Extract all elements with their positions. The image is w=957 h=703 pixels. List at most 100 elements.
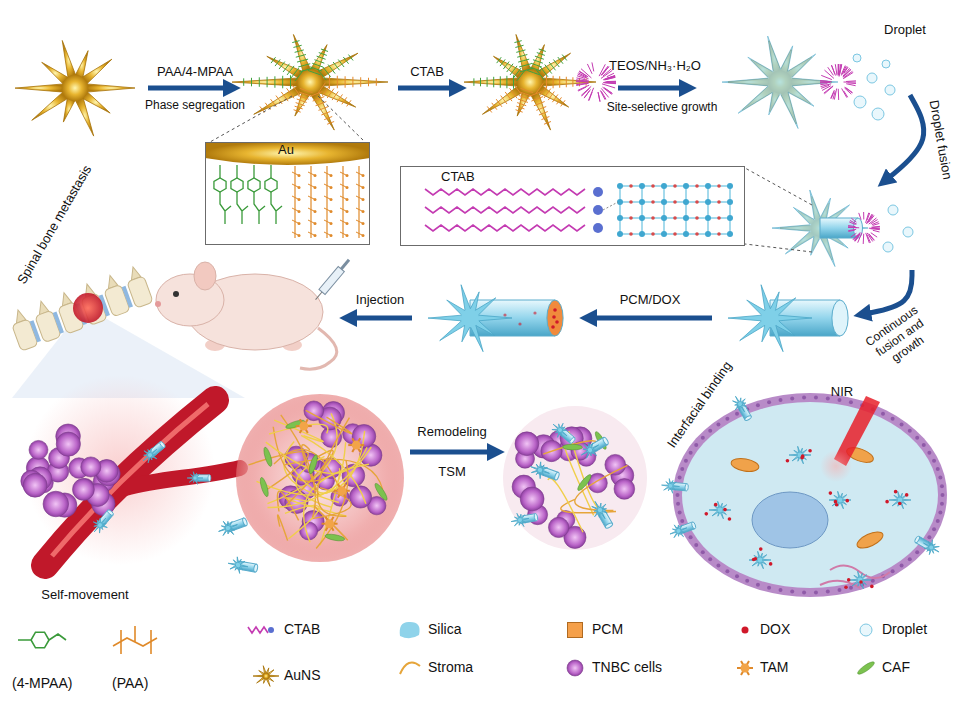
ligand-hair <box>306 91 312 93</box>
membrane-lipid <box>927 451 931 455</box>
ligand-hair <box>493 77 494 82</box>
membrane-lipid <box>900 423 904 427</box>
ctab-micelle <box>576 78 588 81</box>
ctab-micelle <box>835 64 837 75</box>
ctab-micelle <box>850 220 857 224</box>
ligand-hair <box>271 60 273 63</box>
star-spike <box>267 670 274 675</box>
ctab-micelle <box>820 82 829 83</box>
ligand-hair <box>278 59 281 62</box>
paa-acid <box>298 198 301 201</box>
star-spike <box>94 526 100 532</box>
star-core <box>758 558 763 563</box>
silicon-atom <box>727 183 733 189</box>
star-spike <box>32 91 69 120</box>
ligand-hair <box>515 46 519 47</box>
dox-dot <box>503 313 506 316</box>
paa-chain <box>310 166 311 238</box>
ctab-micelle <box>821 85 829 88</box>
ligand-hair <box>557 101 559 104</box>
star-spike <box>232 78 299 86</box>
ligand-hair <box>552 66 555 70</box>
star-spike <box>148 448 154 454</box>
paa-acid <box>346 186 349 189</box>
ligand-hair <box>347 103 349 106</box>
ligand-hair <box>513 75 514 82</box>
nir-spot <box>820 450 852 482</box>
ligand-hair <box>521 50 526 51</box>
star-core <box>518 518 523 523</box>
ctab-micelle <box>603 76 615 80</box>
dox-dot <box>533 311 536 314</box>
paa-acid <box>346 210 349 213</box>
ligand-hair <box>243 82 244 86</box>
ligand-hair <box>517 68 521 73</box>
membrane-lipid <box>900 563 904 567</box>
tnbc-cell <box>520 487 544 511</box>
ctab-tail <box>425 225 585 231</box>
silicon-atom <box>661 199 667 205</box>
star-core <box>225 525 231 531</box>
silicon-atom <box>705 231 711 237</box>
tube-opening <box>832 300 848 336</box>
ligand-hair <box>499 103 502 107</box>
star-core <box>235 562 240 567</box>
star-core <box>929 545 934 550</box>
star-spike <box>852 581 859 586</box>
paa-acid <box>298 210 301 213</box>
ligand-hair <box>298 95 303 97</box>
ligand-hair <box>520 108 524 109</box>
ctab-head <box>593 205 603 215</box>
star-spike <box>820 235 835 266</box>
ligand-hair <box>559 97 561 100</box>
ligand-hair <box>306 68 313 70</box>
tumor-cell <box>661 393 947 597</box>
oxygen-atom <box>651 200 655 204</box>
ctab-micelle <box>845 87 853 93</box>
ligand-hair <box>243 78 244 82</box>
ligand-hair <box>328 65 332 70</box>
ligand-hair <box>291 66 295 71</box>
ctab-micelle <box>848 227 859 228</box>
star-spike <box>892 501 899 506</box>
star-spike <box>218 528 226 532</box>
membrane-lipid <box>716 563 720 567</box>
nude-mouse <box>155 257 352 369</box>
ligand-hair <box>294 110 298 111</box>
ligand-hair <box>517 56 522 57</box>
paa-side-group <box>324 232 330 235</box>
ligand-hair <box>327 93 330 98</box>
star-spike <box>267 56 304 78</box>
ligand-hair <box>345 76 346 82</box>
inset-box: CTAB <box>400 166 745 246</box>
ctab-micelle <box>589 92 592 101</box>
paa-side-group <box>292 220 298 223</box>
ligand-hair <box>562 55 564 58</box>
annotation-label: Self-movement <box>41 588 128 603</box>
silica-nanostar <box>428 285 512 352</box>
legend-label: CAF <box>882 659 910 675</box>
ligand-hair <box>513 82 514 89</box>
star-spike <box>720 512 723 519</box>
star-spike <box>553 424 559 430</box>
ligand-hair <box>329 82 330 89</box>
membrane-lipid <box>826 396 830 400</box>
ligand-hair <box>313 99 319 101</box>
star-core <box>676 528 681 533</box>
ligand-hair <box>519 45 523 46</box>
paa-side-group <box>356 196 362 199</box>
star-spike <box>470 324 483 351</box>
carboxyl-group <box>220 192 231 224</box>
ligand-hair <box>305 94 311 96</box>
ligand-hair <box>331 89 334 94</box>
synthesis-row <box>15 34 913 266</box>
ligand-hair <box>480 82 481 86</box>
ligand-hair <box>292 41 296 43</box>
caf-cell <box>562 444 582 450</box>
star-spike <box>428 315 462 321</box>
paa-side-group <box>324 208 330 211</box>
legend-label: Stroma <box>428 659 473 675</box>
ctab-micelle <box>851 233 857 237</box>
tube-opening <box>547 300 563 336</box>
ligand-hair <box>303 97 308 99</box>
